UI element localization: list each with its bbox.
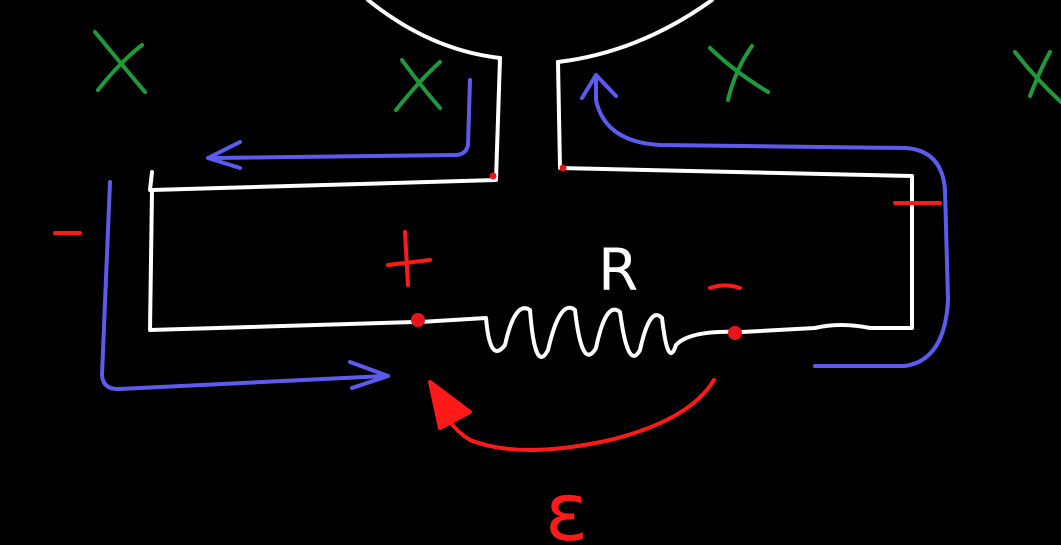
- emf-label: ε: [545, 466, 588, 545]
- emf-arrow: [428, 378, 716, 452]
- plus-sign: [386, 230, 432, 287]
- wire-loop: [148, 0, 914, 334]
- field-mark: [1013, 50, 1061, 104]
- current-arrow-top-left: [206, 78, 472, 170]
- field-mark: [708, 44, 770, 102]
- field-mark: [394, 58, 442, 112]
- minus-sign-resistor: [708, 283, 742, 290]
- current-arrow-bottom: [100, 180, 390, 392]
- node-left-contact: [489, 172, 497, 180]
- node-right-resistor: [728, 326, 742, 340]
- field-mark: [93, 30, 147, 94]
- node-left-resistor: [411, 313, 425, 327]
- current-arrow-right: [580, 73, 950, 368]
- resistor-label: R: [598, 236, 638, 304]
- node-right-contact: [559, 164, 567, 172]
- resistor: [418, 305, 742, 359]
- disc-arc: [366, 0, 714, 64]
